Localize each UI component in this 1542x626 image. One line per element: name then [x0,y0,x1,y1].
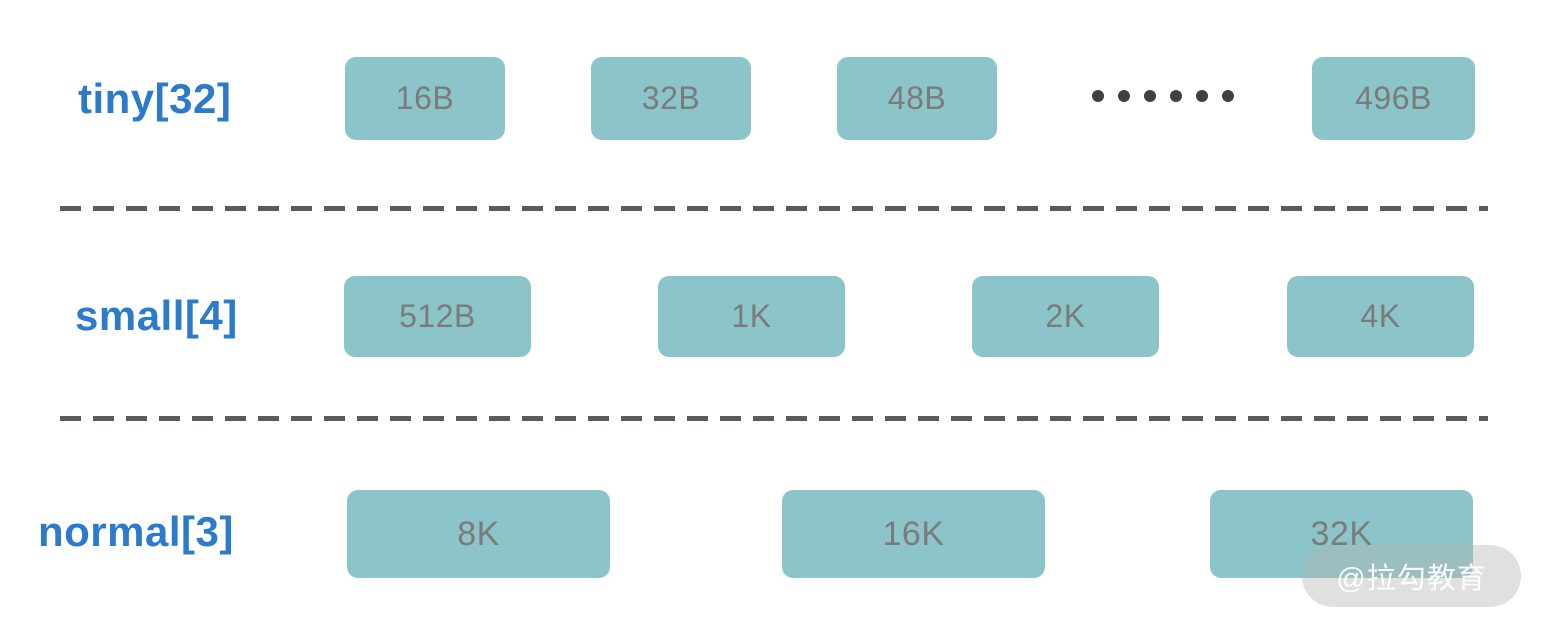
size-box: 496B [1312,57,1475,140]
size-box: 16K [782,490,1045,578]
size-box: 8K [347,490,610,578]
size-box: 32B [591,57,751,140]
watermark-text: @拉勾教育 [1336,563,1487,595]
size-box: 16B [345,57,505,140]
ellipsis-dot [1118,90,1130,102]
ellipsis-dot [1196,90,1208,102]
size-box: 32K [1210,490,1473,578]
size-box: 48B [837,57,997,140]
ellipsis-dot [1092,90,1104,102]
row-label: normal[3] [38,508,234,556]
ellipsis-dot [1222,90,1234,102]
size-box: 1K [658,276,845,357]
size-box: 4K [1287,276,1474,357]
ellipsis-dot [1144,90,1156,102]
dashed-separator [60,206,1488,211]
row-label: small[4] [75,292,238,340]
size-box: 512B [344,276,531,357]
ellipsis-dot [1170,90,1182,102]
ellipsis-dots [1092,90,1234,102]
watermark-badge: @拉勾教育 [1302,545,1521,607]
size-box: 2K [972,276,1159,357]
row-label: tiny[32] [78,75,232,123]
dashed-separator [60,416,1488,421]
